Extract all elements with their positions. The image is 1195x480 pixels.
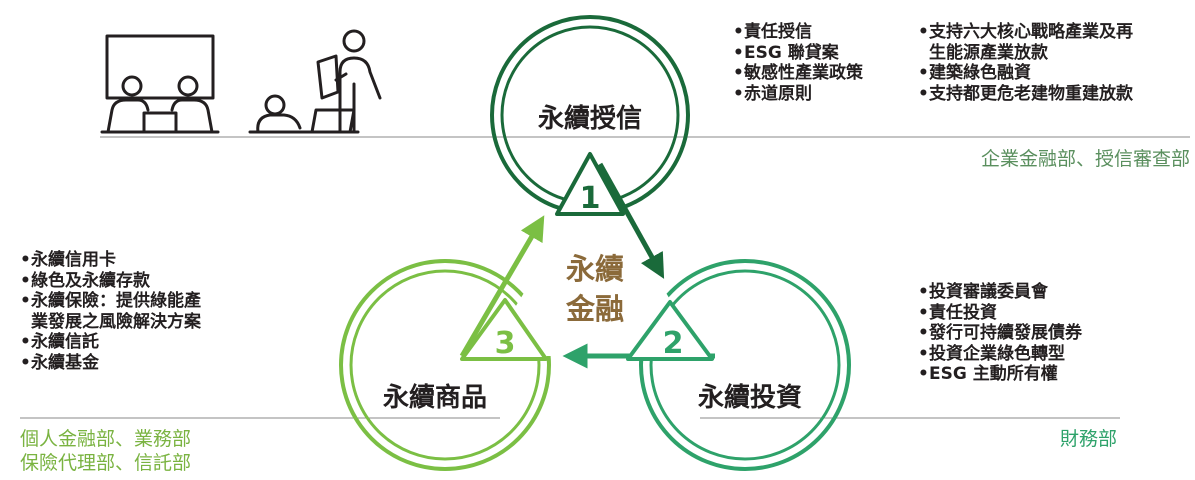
list-item-line: 永續保險：提供綠能產 [31,291,201,311]
list-item: 建築綠色融資 [918,63,1133,84]
product-department: 個人金融部、業務部 保險代理部、信託部 [20,427,191,475]
list-item: ESG 主動所有權 [918,364,1082,385]
list-item-line: 支持六大核心戰略產業及再 [929,22,1133,42]
list-item: 投資審議委員會 [918,282,1082,303]
list-item: 永續信託 [20,332,201,353]
list-item: 永續基金 [20,353,201,374]
center-triangle-bg [485,178,705,356]
list-item: 永續信用卡 [20,250,201,271]
product-department-line2: 保險代理部、信託部 [20,452,192,474]
list-item: 責任授信 [733,22,863,43]
product-circle [339,259,551,471]
list-item: 責任投資 [918,303,1082,324]
credit-number-triangle [555,152,625,216]
list-item: 支持都更危老建物重建放款 [918,84,1133,105]
list-item: 綠色及永續存款 [20,271,201,292]
investment-number-triangle [626,300,714,361]
investment-department: 財務部 [1059,428,1117,450]
credit-number: 1 [580,181,601,216]
product-department-line1: 個人金融部、業務部 [20,428,192,450]
product-number: 3 [495,326,516,361]
credit-title: 永續授信 [538,103,642,134]
list-item-line: 生能源產業放款 [929,42,1048,63]
product-number-triangle [460,298,548,361]
meeting-people-icon [100,34,220,134]
list-item: 赤道原則 [733,84,863,105]
list-item: 發行可持續發展債券 [918,323,1082,344]
investment-number: 2 [663,326,684,361]
credit-bullets-left: 責任授信 ESG 聯貸案 敏感性產業政策 赤道原則 [733,22,863,104]
investment-title: 永續投資 [698,382,802,413]
list-item-line: 業發展之風險解決方案 [31,311,201,332]
list-item: 敏感性產業政策 [733,63,863,84]
center-label-line2: 金融 [565,292,624,326]
arrow-product-to-credit [459,215,545,358]
investment-bullets: 投資審議委員會 責任投資 發行可持續發展債券 投資企業綠色轉型 ESG 主動所有… [918,282,1082,385]
credit-department: 企業金融部、授信審查部 [980,148,1190,170]
list-item: 投資企業綠色轉型 [918,344,1082,365]
list-item: ESG 聯貸案 [733,43,863,64]
center-label-line1: 永續 [566,252,624,286]
investment-circle [639,259,851,471]
presenter-icon [248,29,382,134]
product-title: 永續商品 [383,382,487,413]
arrow-credit-to-investment [597,162,665,279]
